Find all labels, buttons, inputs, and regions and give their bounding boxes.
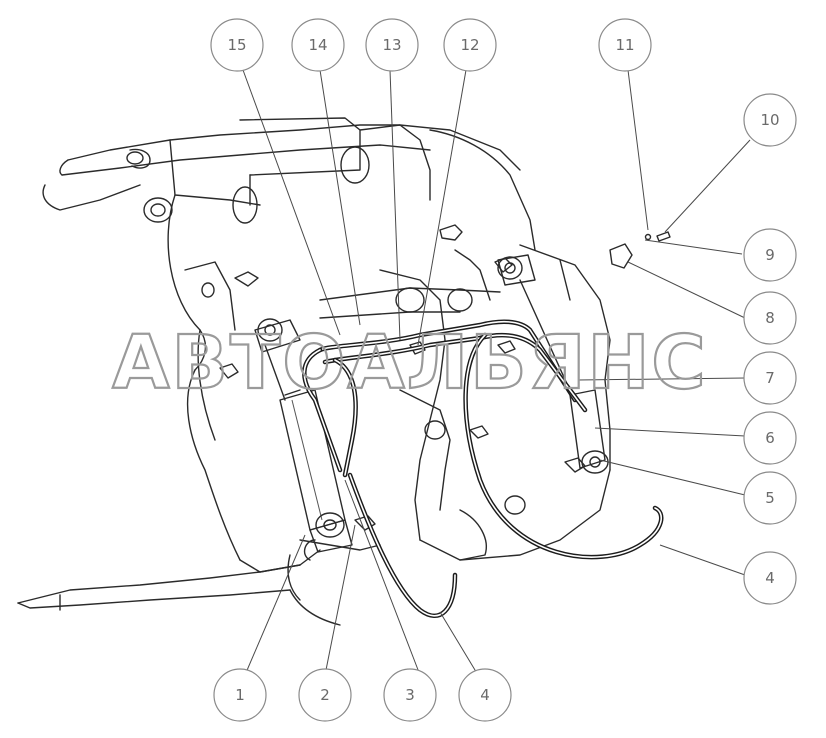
svg-text:7: 7 (765, 369, 775, 387)
fittings (219, 224, 671, 531)
svg-text:8: 8 (765, 309, 775, 327)
callout-8: 8 (743, 291, 797, 345)
svg-text:12: 12 (460, 36, 479, 54)
clamp-part (609, 243, 633, 269)
watermark-text: АВТОАЛЬЯНС (112, 320, 707, 406)
callout-11: 11 (598, 18, 652, 72)
callout-3: 3 (383, 668, 437, 722)
callout-12: 12 (443, 18, 497, 72)
callout-4-bottom: 4 (458, 668, 512, 722)
svg-text:6: 6 (765, 429, 775, 447)
svg-text:10: 10 (760, 111, 779, 129)
callout-1: 1 (213, 668, 267, 722)
leader-lines (242, 69, 751, 676)
callout-10: 10 (743, 93, 797, 147)
grapple-frame (17, 117, 611, 626)
callout-2: 2 (298, 668, 352, 722)
svg-text:5: 5 (765, 489, 775, 507)
svg-text:11: 11 (615, 36, 634, 54)
svg-text:4: 4 (765, 569, 775, 587)
callout-15: 15 (210, 18, 264, 72)
svg-text:3: 3 (405, 686, 415, 704)
callout-14: 14 (291, 18, 345, 72)
callout-13: 13 (365, 18, 419, 72)
svg-text:9: 9 (765, 246, 775, 264)
svg-text:14: 14 (308, 36, 327, 54)
svg-text:2: 2 (320, 686, 330, 704)
callout-7: 7 (743, 351, 797, 405)
svg-text:1: 1 (235, 686, 245, 704)
callout-6: 6 (743, 411, 797, 465)
svg-text:13: 13 (382, 36, 401, 54)
callout-5: 5 (743, 471, 797, 525)
svg-text:4: 4 (480, 686, 490, 704)
svg-text:15: 15 (227, 36, 246, 54)
hydraulic-cylinder-left (254, 318, 353, 553)
callout-9: 9 (743, 228, 797, 282)
callout-4-right: 4 (743, 551, 797, 605)
